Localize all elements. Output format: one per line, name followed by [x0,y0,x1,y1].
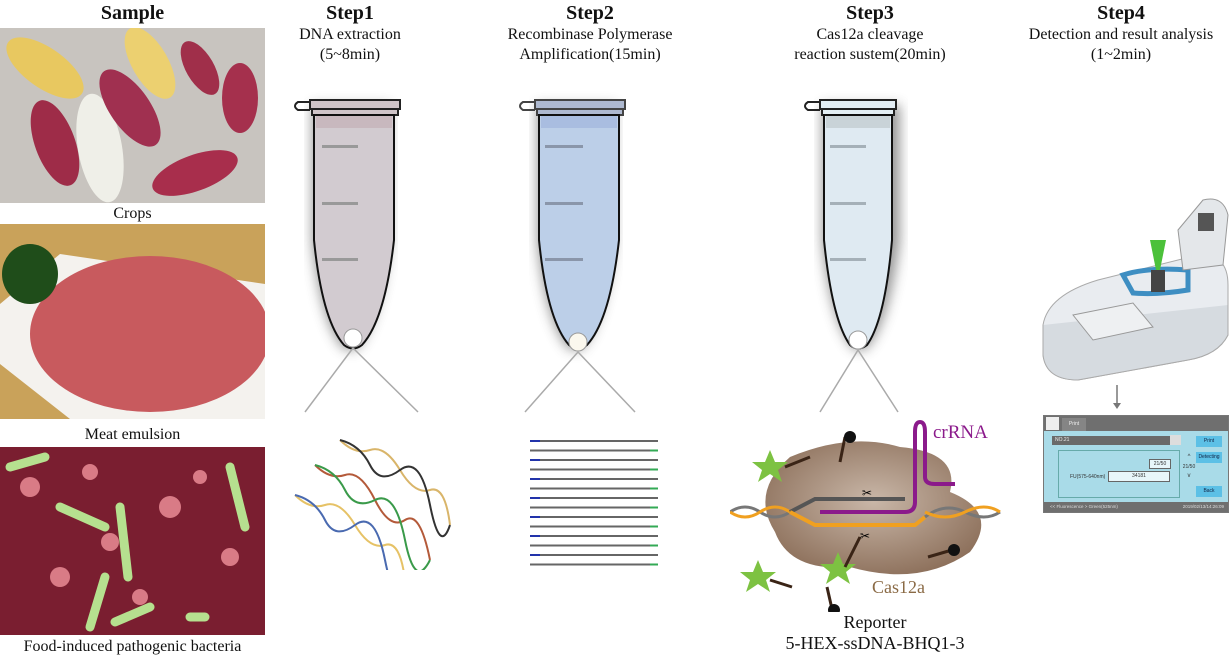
device-result-screen: Print NO.21 21/50 FU(575-640nm) 34181 ^ … [1043,415,1229,513]
home-icon[interactable] [1046,417,1059,430]
fluorophore-star [820,552,856,584]
step1-subtitle-line2: (5~8min) [319,46,381,63]
fluorophore-star [752,450,788,482]
sample-caption-crops: Crops [113,205,152,222]
fluorophore-star [740,560,776,592]
sample-caption-bacteria: Food-induced pathogenic bacteria [23,638,242,655]
step3-subtitle-line2: reaction sustem(20min) [794,46,946,63]
screen-top-bar: Print [1044,416,1228,431]
nav-down-icon[interactable]: v [1187,473,1191,479]
bacteria-photo [0,447,265,635]
status-bar: << Fluorescence > Green(525nm) 2019/02/1… [1044,502,1228,512]
fluorescence-value: 34181 [1108,471,1170,482]
corn-photo [0,28,265,203]
step2-tube [519,99,636,413]
quencher-dot [844,431,856,443]
step2-subtitle-line2: Amplification(15min) [519,46,661,63]
quencher-dot [948,544,960,556]
step4-title: Step4 [1097,2,1145,24]
step3-header: Step3 Cas12a cleavage reaction sustem(20… [770,2,970,65]
status-timestamp: 2019/02/13/14:26:09 [1182,504,1224,509]
sample-column-title: Sample [100,2,165,24]
step4-subtitle-line2: (1~2min) [1090,46,1152,63]
sample-caption-meat: Meat emulsion [84,426,181,443]
print-button[interactable]: Print [1196,436,1222,447]
bacteria-illustration [0,447,265,635]
corn-illustration [0,28,265,203]
cas12a-protein-shape [765,441,982,575]
status-channel: << Fluorescence > Green(525nm) [1050,504,1118,509]
step3-title: Step3 [846,2,894,24]
back-button[interactable]: Back [1196,486,1222,497]
detection-device [1042,198,1229,409]
cas12a-cleavage-illustration: ✂ ✂ [730,419,1001,612]
step1-title: Step1 [326,2,374,24]
crrna-strand [820,419,955,514]
step2-title: Step2 [566,2,614,24]
keyboard-icon[interactable] [1170,435,1181,445]
step2-header: Step2 Recombinase Polymerase Amplificati… [480,2,700,65]
amplified-dna-strands [530,440,658,566]
reporter-sequence-label: 5-HEX-ssDNA-BHQ1-3 [785,633,965,653]
fluorescence-label: FU(575-640nm) [1070,474,1106,480]
result-panel [1058,450,1180,498]
step1-subtitle-line1: DNA extraction [299,26,401,43]
step2-subtitle-line1: Recombinase Polymerase [507,26,673,43]
scissors-icon: ✂ [860,529,870,543]
nav-up-icon[interactable]: ^ [1187,454,1191,460]
reporter-label: Reporter [843,612,907,632]
nav-counter: 21/50 [1182,464,1196,470]
step4-subtitle-line1: Detection and result analysis [1028,26,1214,43]
step4-header: Step4 Detection and result analysis (1~2… [1010,2,1232,65]
minced-meat-photo [0,224,265,419]
step3-tube [804,99,900,413]
tab-print[interactable]: Print [1062,418,1086,431]
crrna-label: crRNA [933,422,988,443]
dna-helices-extracted [294,439,451,570]
detecting-button[interactable]: Detecting [1196,452,1222,463]
sample-number-field[interactable]: NO.21 [1052,436,1179,445]
cas12a-label: Cas12a [872,577,925,597]
quencher-dot [828,604,840,612]
step1-tube [294,99,419,413]
step3-subtitle-line1: Cas12a cleavage [816,26,924,43]
scissors-icon: ✂ [862,486,872,500]
step1-header: Step1 DNA extraction (5~8min) [265,2,435,65]
meat-illustration [0,224,265,419]
sample-counter: 21/50 [1149,459,1171,469]
